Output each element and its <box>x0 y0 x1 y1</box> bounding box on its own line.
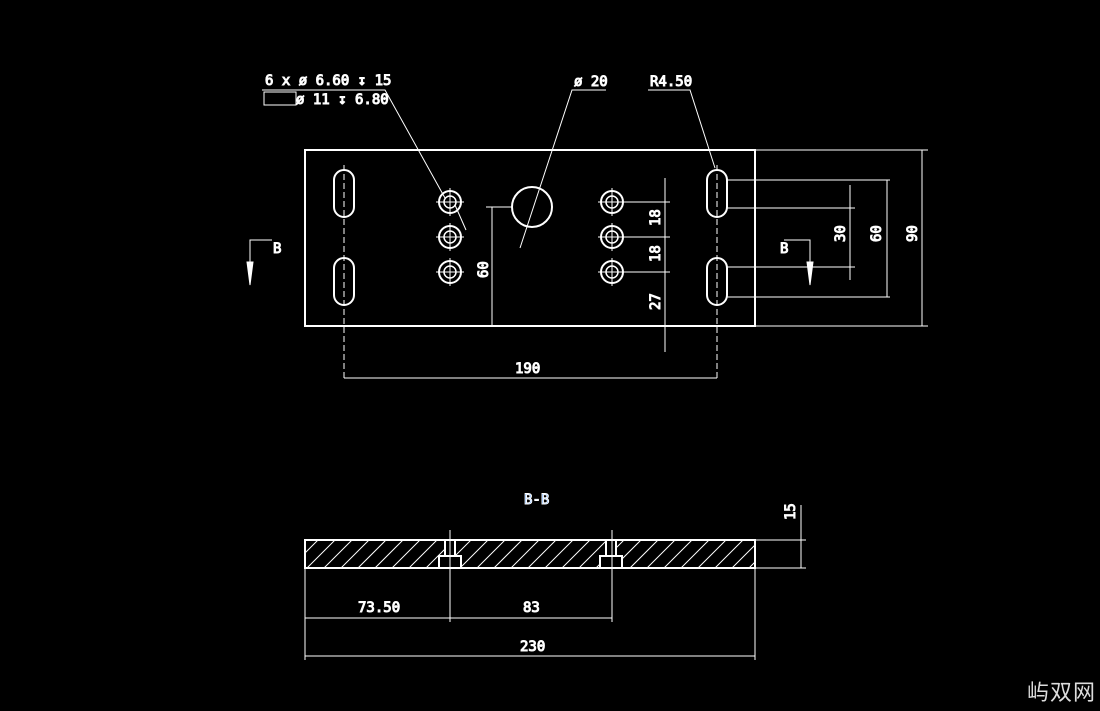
hatch-line <box>340 539 370 569</box>
hatch-line <box>544 539 574 569</box>
hatch-line <box>493 539 523 569</box>
hole-callout-line2: ø 11 ↧ 6.80 <box>296 92 389 108</box>
hatch-line <box>680 539 710 569</box>
dim-60-left: 60 <box>476 261 492 278</box>
dim-190: 190 <box>515 361 540 377</box>
section-view: B-B 73.50 83 230 15 <box>304 492 806 660</box>
hatch-line <box>578 539 608 569</box>
hatch-line <box>323 539 353 569</box>
hatch-line <box>646 539 676 569</box>
hatch-line <box>476 539 506 569</box>
dim-83: 83 <box>523 600 540 616</box>
hole-callout-line1: 6 x ø 6.60 ↧ 15 <box>265 73 391 89</box>
hatch-line <box>714 539 744 569</box>
slot-radius-dim: R4.50 <box>650 74 692 90</box>
plate-outline <box>304 149 756 327</box>
hatch-line <box>391 539 421 569</box>
hatch-line <box>527 539 557 569</box>
section-dimension-lines <box>304 505 806 660</box>
hatch-line <box>629 539 659 569</box>
big-hole-dim: ø 20 <box>574 74 608 90</box>
counterbored-holes <box>436 188 626 286</box>
dim-60-right: 60 <box>869 225 885 242</box>
hatch-line <box>408 539 438 569</box>
section-outline <box>304 539 756 569</box>
hatch-line <box>304 539 319 554</box>
dim-18-b: 18 <box>648 245 664 262</box>
hatching <box>304 539 756 569</box>
dim-27: 27 <box>648 293 664 310</box>
dimension-lines <box>246 89 928 379</box>
section-title: B-B <box>524 492 549 508</box>
hatch-line <box>374 539 404 569</box>
hatch-line <box>663 539 693 569</box>
hatch-line <box>731 544 756 569</box>
dim-18-a: 18 <box>648 209 664 226</box>
dim-30: 30 <box>833 225 849 242</box>
hatch-line <box>357 539 387 569</box>
watermark: 屿双网 <box>1026 681 1096 706</box>
section-mark-right: B <box>780 241 788 257</box>
hatch-line <box>306 539 336 569</box>
hatch-line <box>561 539 591 569</box>
top-view: 6 x ø 6.60 ↧ 15 ø 11 ↧ 6.80 ø 20 R4.50 1… <box>246 73 928 380</box>
dim-73-50: 73.50 <box>358 600 400 616</box>
hatch-line <box>510 539 540 569</box>
hatch-line <box>459 539 489 569</box>
center-hole <box>511 186 553 228</box>
dim-230: 230 <box>520 639 545 655</box>
hatch-line <box>697 539 727 569</box>
dim-90: 90 <box>905 225 921 242</box>
section-mark-left: B <box>273 241 281 257</box>
dim-15: 15 <box>783 503 799 520</box>
